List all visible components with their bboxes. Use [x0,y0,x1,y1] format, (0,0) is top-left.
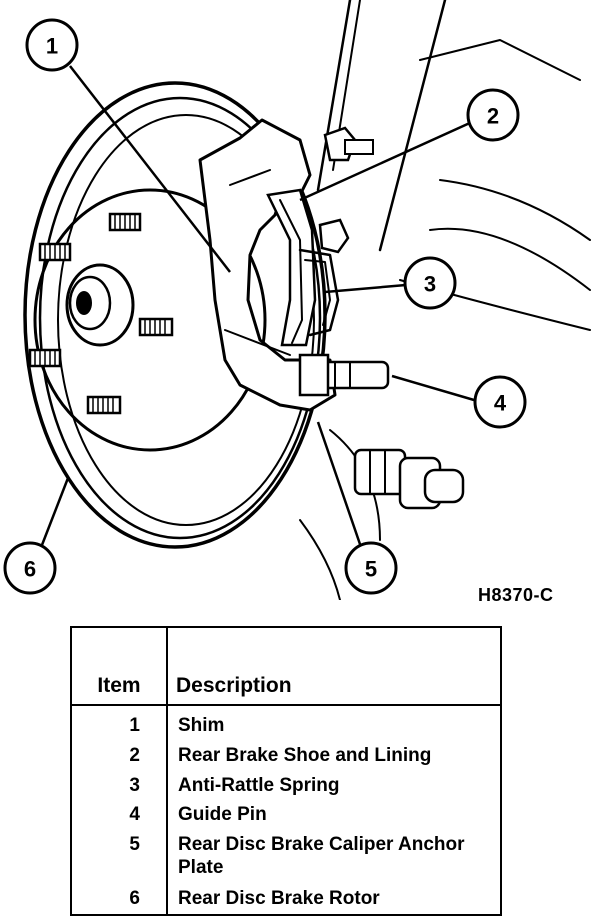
guide-pin [298,353,390,397]
callout-2: 2 [466,88,520,142]
table-row: 2 Rear Brake Shoe and Lining [71,741,501,771]
table-row: 4 Guide Pin [71,800,501,831]
item-description: Rear Disc Brake Caliper Anchor Plate [178,834,465,879]
rotor [23,81,327,549]
callout-4-label: 4 [494,391,507,416]
description-column-header: Description [167,627,501,706]
callout-5: 5 [344,541,398,595]
table-row: 3 Anti-Rattle Spring [71,770,501,801]
parts-legend-table: Item Description 1 Shim 2 Rear Brake Sho… [70,626,502,916]
item-description: Rear Brake Shoe and Lining [178,745,432,767]
leader-lines [40,65,475,551]
wheel-studs [28,212,174,415]
brake-shoe-and-lining [266,188,317,347]
callout-4: 4 [473,375,527,429]
callout-6: 6 [3,541,57,595]
callout-1-label: 1 [46,34,58,59]
callout-3-label: 3 [424,272,436,297]
item-description: Shim [178,715,225,736]
brake-hose-fitting [353,448,465,510]
item-column-header: Item [71,627,168,706]
item-number: 4 [71,800,168,831]
figure-code: H8370-C [478,585,554,605]
anti-rattle-spring [298,248,340,337]
legend-header-row: Item Description [71,627,501,706]
item-number: 2 [71,741,168,771]
callout-3: 3 [403,256,457,310]
bolts [318,126,374,254]
callout-6-label: 6 [24,557,36,582]
item-description: Rear Disc Brake Rotor [178,888,380,910]
hub [28,212,174,415]
callout-2-label: 2 [487,104,499,129]
item-description: Anti-Rattle Spring [178,774,340,796]
item-number: 6 [71,884,168,915]
table-row: 5 Rear Disc Brake Caliper Anchor Plate [71,830,501,885]
item-number: 3 [71,770,168,801]
callout-1: 1 [25,18,79,72]
table-row: 6 Rear Disc Brake Rotor [71,884,501,915]
brake-assembly-illustration: 1 2 3 4 5 6 [3,0,591,600]
callout-5-label: 5 [365,557,377,582]
item-number: 1 [71,705,168,742]
table-row: 1 Shim [71,705,501,742]
item-description: Guide Pin [178,804,267,826]
item-number: 5 [71,830,168,885]
